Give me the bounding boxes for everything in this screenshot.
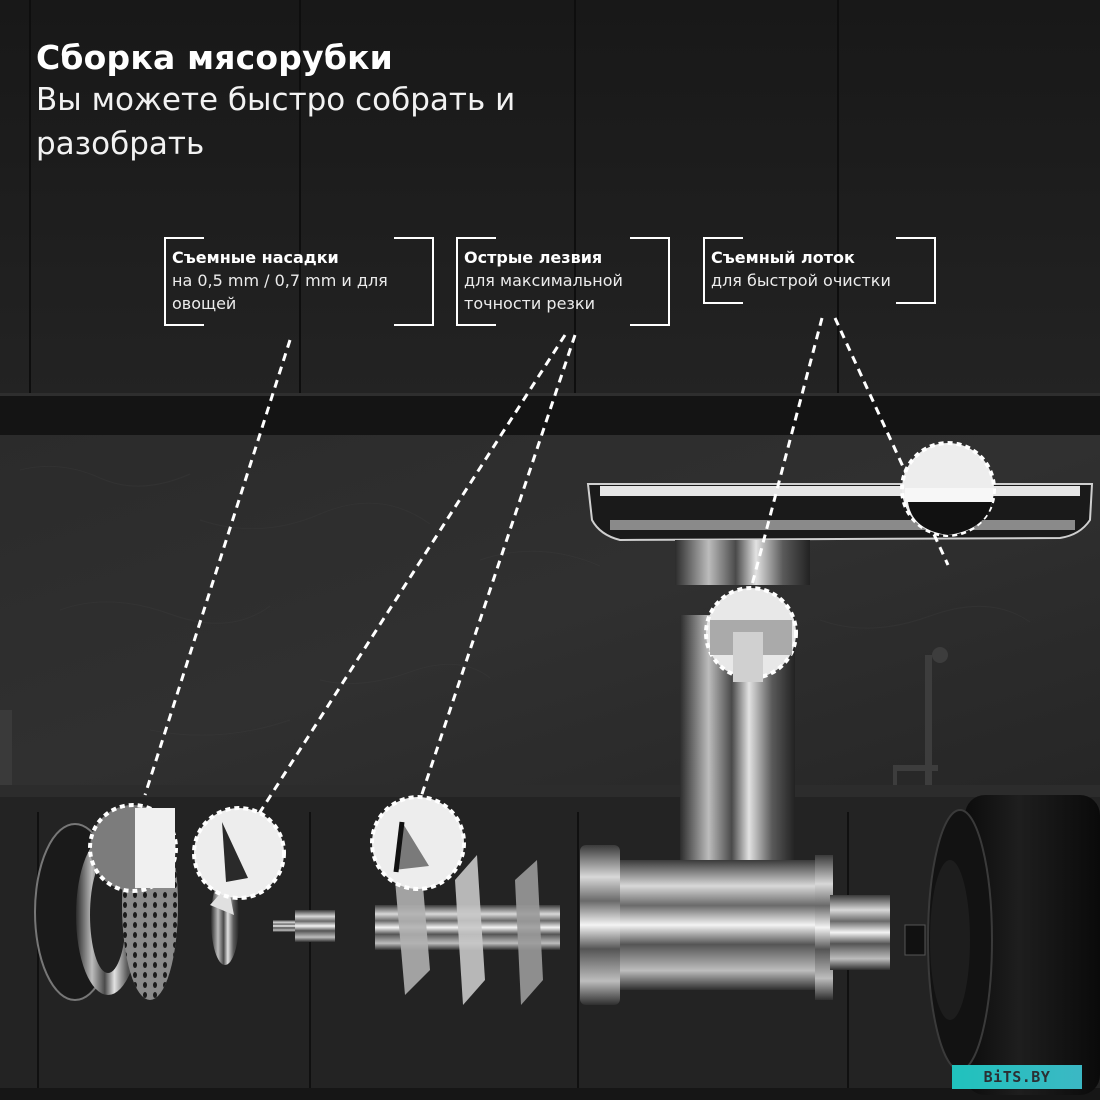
callout-title: Съемный лоток [711,248,855,267]
auger-screw [375,850,560,1005]
motor-unit [904,795,1100,1095]
store-watermark: BiTS.BY [952,1065,1082,1089]
page-subtitle: Вы можете быстро собрать и разобрать [36,82,516,162]
callout-sharp-blades: Острые лезвия для максимальной точности … [456,237,670,326]
callout-text: на 0,5 mm / 0,7 mm и для овощей [172,271,388,313]
callout-removable-tray: Съемный лоток для быстрой очистки [703,237,936,304]
ring-nut [34,823,140,1001]
header: Сборка мясорубки Вы можете быстро собрат… [36,38,596,166]
callout-title: Острые лезвия [464,248,603,267]
page-title: Сборка мясорубки [36,38,393,77]
callout-title: Съемные насадки [172,248,339,267]
callout-text: для максимальной точности резки [464,271,623,313]
callout-text: для быстрой очистки [711,271,891,290]
coupling-pin [273,910,335,942]
callout-removable-attachments: Съемные насадки на 0,5 mm / 0,7 mm и для… [164,237,434,326]
grinder-head [580,615,890,1005]
